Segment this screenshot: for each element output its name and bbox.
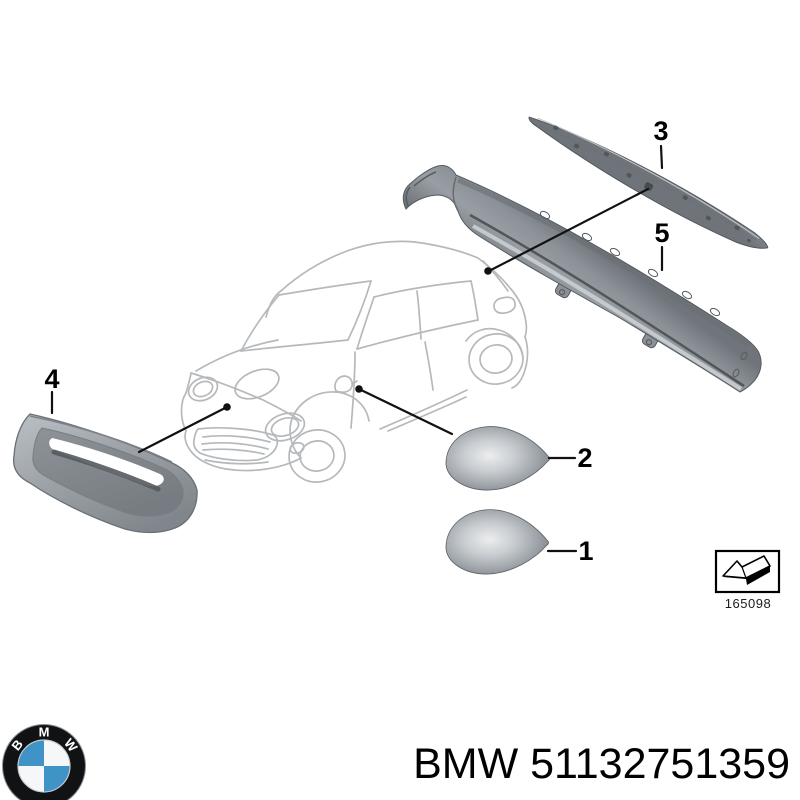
car-outline-drawing bbox=[180, 240, 529, 483]
part-mirror-cap-lower bbox=[445, 509, 549, 575]
callout-label-4: 4 bbox=[44, 364, 60, 394]
callout-leader-lines bbox=[50, 144, 664, 553]
callout-label-1: 1 bbox=[578, 536, 594, 566]
callout-label-2: 2 bbox=[577, 443, 593, 473]
callout-label-5: 5 bbox=[654, 218, 670, 248]
part-roof-spoiler bbox=[402, 165, 762, 393]
part-number-text: BMW 51132751359 bbox=[413, 740, 790, 788]
part-mirror-cap-upper bbox=[445, 426, 550, 491]
part-hood-scoop bbox=[12, 413, 198, 534]
bmw-logo: B M W bbox=[2, 724, 86, 800]
callout-label-3: 3 bbox=[653, 116, 669, 146]
diagram-number: 165098 bbox=[724, 596, 772, 611]
part-tailgate-trim-strip bbox=[528, 116, 769, 249]
bmw-letter-m: M bbox=[39, 725, 50, 740]
direction-arrow-icon bbox=[714, 549, 781, 594]
